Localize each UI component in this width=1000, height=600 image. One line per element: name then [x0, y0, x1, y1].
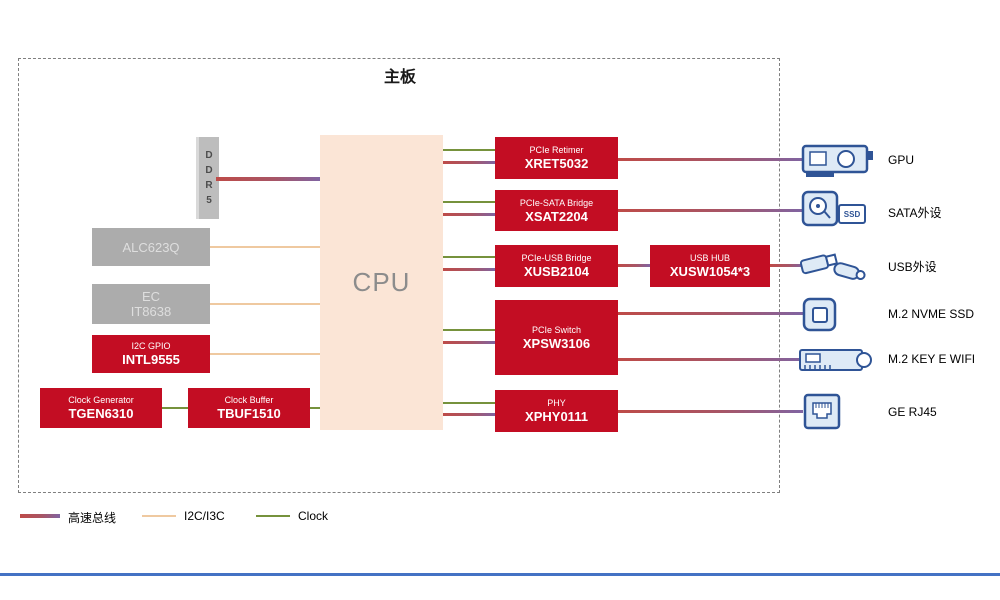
clock-buffer-title: Clock Buffer: [224, 395, 274, 405]
bus-line-cpu-usb-bridge: [443, 268, 495, 271]
ssd-badge-label: SSD: [843, 209, 861, 219]
bus-line-cpu-pcie-switch: [443, 341, 495, 344]
clock-generator-block: Clock Generator TGEN6310: [40, 388, 162, 428]
hdd-icon: [801, 190, 841, 228]
usb-hub-name: XUSW1054*3: [669, 264, 751, 279]
clock-line-cpu-pcie-switch: [443, 329, 495, 331]
bus-line-retimer-gpu: [618, 158, 803, 161]
cpu-label: CPU: [352, 267, 411, 297]
pcie-usb-bridge-block: PCIe-USB Bridge XUSB2104: [495, 245, 618, 287]
i2c-gpio-block: I2C GPIO INTL9555: [92, 335, 210, 373]
ec-block: EC IT8638: [92, 284, 210, 324]
usb-drives-icon: [798, 246, 870, 286]
i2c-line-gpio-cpu: [210, 353, 320, 355]
bus-line-usb-bridge-hub: [618, 264, 650, 267]
clock-line-generator-buffer: [162, 407, 188, 409]
clock-generator-name: TGEN6310: [68, 406, 134, 421]
ec-name: IT8638: [130, 304, 172, 319]
board-outline: [18, 58, 780, 493]
bus-line-cpu-retimer: [443, 161, 495, 164]
rj45-port-icon: [803, 393, 843, 431]
nvme-ssd-label: M.2 NVME SSD: [888, 307, 975, 321]
pcie-usb-bridge-title: PCIe-USB Bridge: [521, 253, 592, 263]
ec-title: EC: [141, 289, 161, 304]
legend-clock-swatch: [256, 515, 290, 517]
usb-hub-block: USB HUB XUSW1054*3: [650, 245, 770, 287]
phy-block: PHY XPHY0111: [495, 390, 618, 432]
legend-i2c-swatch: [142, 515, 176, 517]
clock-line-cpu-sata-bridge: [443, 201, 495, 203]
pcie-switch-name: XPSW3106: [522, 335, 591, 351]
legend-highspeed-swatch: [20, 514, 60, 518]
i2c-line-alc623q-cpu: [210, 246, 320, 248]
bus-line-sata-bridge-peripheral: [618, 209, 803, 212]
bottom-divider: [0, 573, 1000, 576]
clock-buffer-block: Clock Buffer TBUF1510: [188, 388, 310, 428]
pcie-retimer-title: PCIe Retimer: [529, 145, 584, 155]
legend-clock-label: Clock: [298, 509, 329, 523]
board-title: 主板: [383, 69, 416, 86]
alc623q-label: ALC623Q: [122, 239, 180, 255]
gpu-label: GPU: [888, 153, 915, 167]
pcie-sata-bridge-title: PCIe-SATA Bridge: [519, 197, 594, 208]
gpu-icon: [800, 140, 876, 182]
clock-line-cpu-phy: [443, 402, 495, 404]
clock-generator-title: Clock Generator: [68, 395, 134, 405]
pcie-sata-bridge-name: XSAT2204: [525, 208, 588, 224]
phy-title: PHY: [547, 398, 566, 408]
legend-highspeed-label: 高速总线: [68, 511, 117, 525]
bus-line-phy-rj45: [618, 410, 803, 413]
pcie-retimer-name: XRET5032: [524, 156, 589, 171]
ddr5-label: DDR5: [205, 150, 213, 206]
usb-peripheral-label: USB外设: [888, 260, 937, 274]
i2c-gpio-name: INTL9555: [122, 352, 180, 367]
clock-line-buffer-cpu: [310, 407, 320, 409]
rj45-label: GE RJ45: [888, 405, 937, 419]
ddr5-block: DDR5: [196, 137, 219, 219]
sata-peripheral-label: SATA外设: [888, 206, 942, 220]
clock-buffer-name: TBUF1510: [217, 406, 281, 421]
wifi-module-icon: [798, 346, 874, 374]
bus-line-cpu-sata-bridge: [443, 213, 495, 216]
pcie-switch-block: PCIe Switch XPSW3106: [495, 300, 618, 375]
alc623q-block: ALC623Q: [92, 228, 210, 266]
bus-line-cpu-phy: [443, 413, 495, 416]
pcie-switch-title: PCIe Switch: [531, 324, 582, 335]
bus-line-ddr5-cpu: [216, 177, 320, 181]
pcie-sata-bridge-block: PCIe-SATA Bridge XSAT2204: [495, 190, 618, 231]
bus-line-switch-nvme: [618, 312, 803, 315]
bus-line-hub-usb-peripheral: [770, 264, 803, 267]
nvme-ssd-icon: [802, 297, 838, 333]
clock-line-cpu-retimer: [443, 149, 495, 151]
i2c-line-ec-cpu: [210, 303, 320, 305]
phy-name: XPHY0111: [525, 409, 588, 424]
usb-hub-title: USB HUB: [689, 253, 730, 263]
pcie-usb-bridge-name: XUSB2104: [523, 264, 590, 279]
ssd-icon: SSD: [838, 204, 866, 224]
bus-line-switch-wifi: [618, 358, 803, 361]
clock-line-cpu-usb-bridge: [443, 256, 495, 258]
legend-i2c-label: I2C/I3C: [184, 509, 225, 523]
cpu-block: CPU: [320, 135, 443, 430]
i2c-gpio-title: I2C GPIO: [131, 341, 171, 351]
wifi-label: M.2 KEY E WIFI: [888, 352, 976, 366]
pcie-retimer-block: PCIe Retimer XRET5032: [495, 137, 618, 179]
